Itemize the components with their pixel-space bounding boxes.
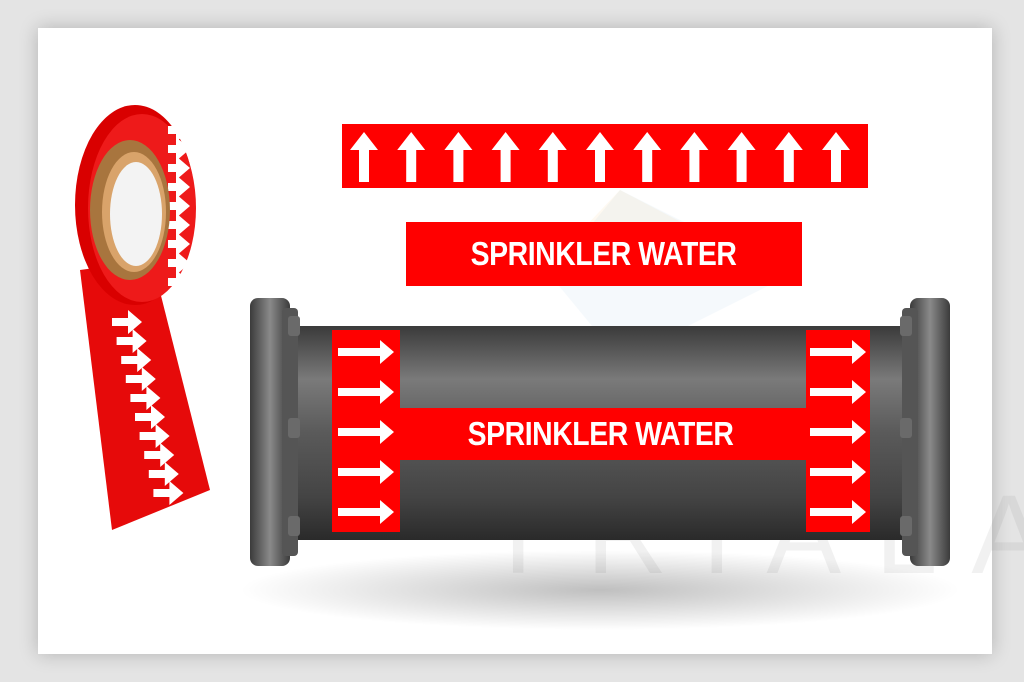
arrow-right-icon [125, 367, 156, 391]
arrow-right-icon [168, 194, 190, 218]
arrow-right-icon [168, 137, 190, 161]
pipe-marker-text: SPRINKLER WATER [468, 415, 734, 452]
arrow-up-icon [822, 132, 850, 182]
arrow-right-icon [168, 270, 190, 294]
pipe-illustration [240, 298, 960, 630]
arrow-right-icon [338, 340, 394, 364]
banner-label-text: SPRINKLER WATER [471, 235, 737, 272]
arrow-right-icon [810, 460, 866, 484]
arrow-up-icon [680, 132, 709, 182]
arrow-right-icon [135, 405, 165, 429]
arrow-right-icon [130, 386, 161, 410]
arrow-up-icon [633, 132, 662, 182]
arrow-right-icon [139, 424, 170, 448]
arrow-right-icon [116, 329, 147, 353]
arrow-right-icon [168, 213, 190, 237]
arrow-right-icon [148, 462, 179, 486]
arrow-right-icon [338, 420, 394, 444]
arrow-right-icon [338, 500, 394, 524]
arrow-up-icon [491, 132, 520, 182]
pipe-arrows [338, 340, 866, 524]
arrow-right-icon [153, 481, 184, 505]
arrow-up-icon [727, 132, 756, 182]
left-flange [250, 298, 290, 566]
arrow-up-icon [586, 132, 614, 182]
pipe-marker-band [400, 408, 806, 460]
arrow-right-icon [338, 380, 394, 404]
arrow-right-icon [168, 175, 190, 199]
arrow-right-icon [121, 348, 152, 372]
arrow-right-icon [168, 232, 190, 256]
arrow-right-icon [112, 310, 142, 334]
arrow-right-icon [338, 460, 394, 484]
tape-arrows [112, 310, 184, 505]
arrow-right-icon [810, 500, 866, 524]
up-arrows-row [350, 132, 850, 182]
arrow-up-icon [774, 132, 803, 182]
pipe-marker-label: SPRINKLER WATER [400, 408, 802, 460]
right-flange [910, 298, 950, 566]
arrow-right-icon [168, 156, 190, 180]
arrow-tape-roll [75, 105, 210, 530]
arrow-right-icon [810, 340, 866, 364]
arrow-up-icon [444, 132, 473, 182]
arrow-up-icon [538, 132, 567, 182]
arrow-right-icon [168, 251, 190, 275]
arrow-right-icon [810, 420, 866, 444]
arrow-marker-strip [342, 124, 868, 188]
roll-arrows [168, 118, 190, 294]
arrow-up-icon [350, 132, 378, 182]
sprinkler-water-label: SPRINKLER WATER [406, 222, 802, 286]
arrow-right-icon [144, 443, 175, 467]
arrow-right-icon [810, 380, 866, 404]
arrow-right-icon [168, 118, 190, 142]
arrow-up-icon [397, 132, 426, 182]
